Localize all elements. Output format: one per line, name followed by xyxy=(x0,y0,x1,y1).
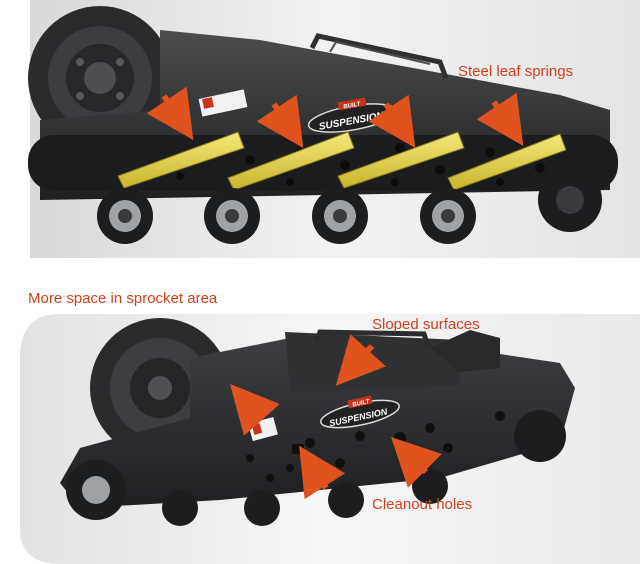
roller xyxy=(97,188,153,244)
roller xyxy=(244,490,280,526)
cleanout-arrow-icon xyxy=(391,437,442,488)
roller xyxy=(162,490,198,526)
callout-steel-leaf-springs: Steel leaf springs xyxy=(458,63,574,80)
leaf-spring xyxy=(337,131,465,189)
callout-cleanout-holes: Cleanout holes xyxy=(372,496,473,513)
arrow-icon xyxy=(368,94,416,148)
track-rollers xyxy=(97,168,602,244)
leaf-spring xyxy=(227,131,355,191)
undercarriage-side-illustration: BUILT SUSPENSION xyxy=(20,314,640,564)
arrow-icon xyxy=(476,92,524,146)
undercarriage-closeup-illustration: BUILT SUSPENSION xyxy=(28,0,640,258)
roller xyxy=(312,188,368,244)
roller xyxy=(328,482,364,518)
bottom-panel: BUILT SUSPENSION More space in sprocket … xyxy=(0,268,640,564)
roller xyxy=(420,188,476,244)
cleanout-arrow-icon xyxy=(299,445,346,500)
drive-sprocket xyxy=(90,318,230,458)
warning-decal xyxy=(198,89,248,117)
sprocket-arrow-icon xyxy=(230,384,280,436)
arrow-icon xyxy=(146,86,194,140)
badge-top-text: BUILT xyxy=(352,399,371,409)
frame-handle xyxy=(313,329,431,347)
frame-handle xyxy=(309,33,449,79)
spring-arrows xyxy=(146,86,524,148)
badge-top-text: BUILT xyxy=(343,101,362,110)
leaf-springs xyxy=(117,131,567,191)
roller xyxy=(514,410,566,462)
leaf-spring xyxy=(447,133,567,191)
roller xyxy=(204,188,260,244)
roller xyxy=(538,168,602,232)
frame-bolt-holes xyxy=(246,411,525,482)
sloped-arrow-icon xyxy=(335,334,386,386)
callout-sloped-surfaces: Sloped surfaces xyxy=(372,316,480,333)
callout-arrows xyxy=(230,334,442,500)
callout-sprocket-space: More space in sprocket area xyxy=(28,290,218,307)
top-panel: BUILT SUSPENSION Steel leaf springs xyxy=(0,0,640,258)
rear-bracket xyxy=(430,330,500,372)
roller xyxy=(66,460,126,520)
arrow-icon xyxy=(256,94,304,148)
leaf-spring xyxy=(117,131,245,189)
